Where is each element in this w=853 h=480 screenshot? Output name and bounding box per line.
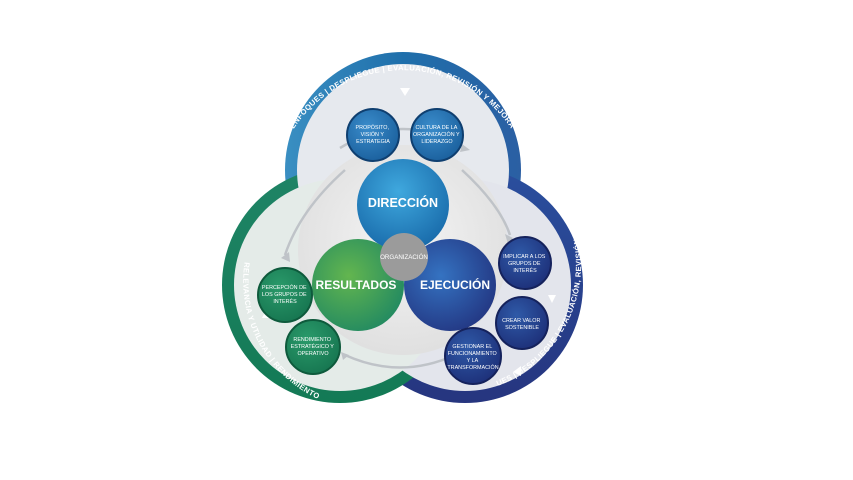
implicar-label: IMPLICAR A LOS GRUPOS DE INTERÉS [503,254,547,274]
resultados-label: RESULTADOS [316,278,397,292]
arrow-top-left [283,169,346,256]
flow-arrowheads [281,144,513,360]
criterion-percepcion[interactable]: PERCEPCIÓN DE LOS GRUPOS DE INTERÉS [257,267,313,323]
criterion-gestionar[interactable]: GESTIONAR EL FUNCIONAMIENTO Y LA TRANSFO… [444,327,502,385]
direccion-label: DIRECCIÓN [368,195,438,210]
criterion-implicar[interactable]: IMPLICAR A LOS GRUPOS DE INTERÉS [498,236,552,290]
criterion-cultura[interactable]: CULTURA DE LA ORGANIZACIÓN Y LIDERAZGO [410,108,464,162]
criterion-proposito[interactable]: PROPÓSITO, VISIÓN Y ESTRATEGIA [346,108,400,162]
rendimiento-label: RENDIMIENTO ESTRATÉGICO Y OPERATIVO [291,337,336,357]
triangle-marker-right [548,295,556,303]
organizacion-label: ORGANIZACIÓN [380,254,428,261]
triangle-marker-top [400,88,410,96]
organizacion-circle[interactable] [380,233,428,281]
cultura-label: CULTURA DE LA ORGANIZACIÓN Y LIDERAZGO [413,125,461,145]
arrow-top-right [461,169,512,236]
triangle-marker-bottom [513,366,521,376]
arrow-bottom [344,353,456,369]
ejecucion-label: EJECUCIÓN [420,277,490,292]
direccion-circle[interactable] [357,159,449,251]
criterion-rendimiento[interactable]: RENDIMIENTO ESTRATÉGICO Y OPERATIVO [285,319,341,375]
gestionar-label: GESTIONAR EL FUNCIONAMIENTO Y LA TRANSFO… [447,344,498,371]
proposito-label: PROPÓSITO, VISIÓN Y ESTRATEGIA [356,124,391,145]
crear-valor-label: CREAR VALOR SOSTENIBLE [502,318,542,331]
criterion-crear-valor[interactable]: CREAR VALOR SOSTENIBLE [495,296,549,350]
percepcion-label: PERCEPCIÓN DE LOS GRUPOS DE INTERÉS [262,284,308,305]
